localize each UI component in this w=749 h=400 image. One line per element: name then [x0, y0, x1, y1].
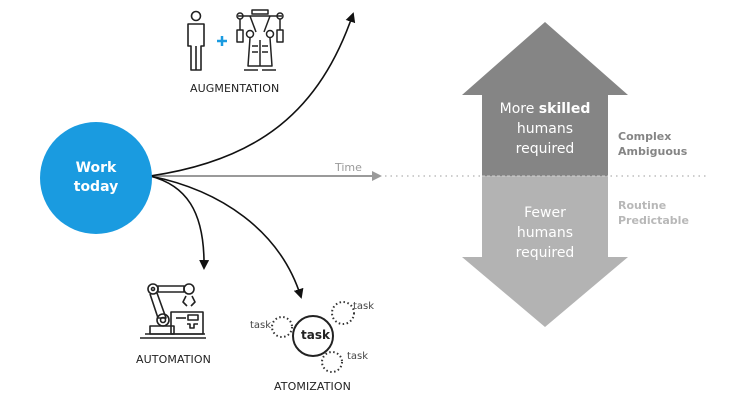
work-today-circle — [40, 122, 152, 234]
augmentation-curve — [149, 12, 356, 177]
robotic-arm-icon — [140, 283, 206, 339]
time-axis-arrowhead — [372, 171, 382, 181]
ambiguous-label: Ambiguous — [618, 145, 688, 158]
up-arrow-text-line3: required — [515, 141, 575, 157]
work-today-label: Work today — [40, 130, 152, 226]
subtask-circle-bottom-right — [321, 351, 343, 373]
person-icon — [187, 10, 205, 71]
up-arrow-text-bold: skilled — [538, 101, 591, 117]
automation-curve — [149, 175, 210, 270]
plus-icon — [217, 36, 227, 46]
complex-ambiguous-label: Complex Ambiguous — [618, 129, 687, 159]
automation-label: AUTOMATION — [136, 353, 211, 366]
down-arrow-text-line3: required — [515, 245, 575, 261]
down-arrow-text-line2: humans — [516, 225, 574, 241]
down-arrow — [462, 176, 628, 327]
subtask-label-left: task — [250, 320, 272, 331]
routine-label: Routine — [618, 199, 667, 212]
complex-label: Complex — [618, 130, 672, 143]
atomization-label: ATOMIZATION — [274, 380, 351, 393]
work-today-line1: Work — [75, 160, 117, 176]
up-arrow-text-prefix: More — [499, 101, 539, 117]
subtask-circle-top-right — [331, 301, 355, 325]
predictable-label: Predictable — [618, 214, 689, 227]
subtask-label-top-right: task — [353, 301, 375, 312]
down-arrow-text: Fewer humans required — [482, 203, 608, 263]
time-label: Time — [335, 161, 362, 174]
down-arrow-text-line1: Fewer — [524, 205, 566, 221]
exoskeleton-icon — [236, 9, 284, 71]
up-arrow-text-line2: humans — [516, 121, 574, 137]
subtask-circle-left — [271, 316, 293, 338]
subtask-label-bottom-right: task — [347, 351, 369, 362]
atomization-curve — [149, 175, 304, 299]
work-today-line2: today — [73, 179, 119, 195]
main-task-circle — [292, 315, 334, 357]
main-task-label: task — [301, 328, 330, 342]
augmentation-label: AUGMENTATION — [190, 82, 280, 95]
up-arrow-text: More skilled humans required — [482, 99, 608, 159]
routine-predictable-label: Routine Predictable — [618, 198, 689, 228]
up-arrow — [462, 22, 628, 176]
